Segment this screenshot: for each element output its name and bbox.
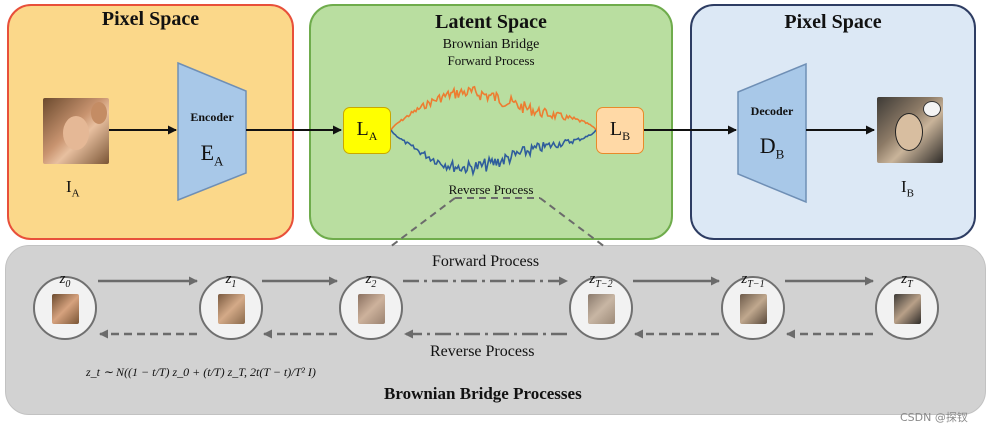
reverse-process-label: Reverse Process xyxy=(430,343,535,360)
node-zT-2 xyxy=(569,276,633,340)
latent-reverse-caption: Reverse Process xyxy=(448,182,534,197)
zoom-line-right xyxy=(539,197,606,248)
node-zT-1 xyxy=(721,276,785,340)
latent-space-title: Latent Space xyxy=(435,11,547,33)
input-face-image xyxy=(43,98,109,164)
node-zT-2-label: zT−2 xyxy=(589,271,613,290)
latent-b-box: LB xyxy=(596,107,644,154)
node-z2 xyxy=(339,276,403,340)
node-zT-1-label: zT−1 xyxy=(741,271,765,290)
node-z0-image xyxy=(52,294,79,324)
node-z2-image xyxy=(358,294,385,324)
pixel-space-right-title: Pixel Space xyxy=(784,11,882,33)
node-z1-label: z1 xyxy=(225,271,237,290)
watermark: CSDN @探钗 xyxy=(900,411,968,424)
latent-a-box: LA xyxy=(343,107,391,154)
node-z1-image xyxy=(218,294,245,324)
latent-subtitle-line2: Forward Process xyxy=(447,53,535,68)
pixel-space-left-title: Pixel Space xyxy=(101,8,200,30)
forward-noise-path xyxy=(390,85,597,131)
latent-subtitle-line1: Brownian Bridge xyxy=(442,37,540,52)
forward-process-label: Forward Process xyxy=(432,253,540,270)
node-z2-label: z2 xyxy=(365,271,377,290)
node-zT-image xyxy=(894,294,921,324)
brownian-bridge-processes-panel xyxy=(5,245,986,415)
node-z0-label: z0 xyxy=(59,271,71,290)
encoder-trapezoid xyxy=(177,61,247,202)
output-label: IB xyxy=(901,177,915,200)
reverse-noise-path xyxy=(390,129,597,177)
node-z1 xyxy=(199,276,263,340)
node-zT-1-image xyxy=(740,294,767,324)
decoder-trapezoid xyxy=(737,62,807,204)
node-zT xyxy=(875,276,939,340)
distribution-formula: z_t ∼ N((1 − t/T) z_0 + (t/T) z_T, 2t(T … xyxy=(86,365,316,379)
node-zT-label: zT xyxy=(901,271,913,290)
decoder-symbol: DB xyxy=(759,133,785,162)
encoder-symbol: EA xyxy=(200,140,224,169)
node-z0 xyxy=(33,276,97,340)
node-zT-2-image xyxy=(588,294,615,324)
input-label: IA xyxy=(66,177,80,200)
encoder-title: Encoder xyxy=(190,110,234,124)
brownian-bridge-processes-title: Brownian Bridge Processes xyxy=(384,384,582,403)
output-face-image xyxy=(877,97,943,163)
zoom-line-left xyxy=(389,197,456,248)
decoder-title: Decoder xyxy=(750,104,794,118)
